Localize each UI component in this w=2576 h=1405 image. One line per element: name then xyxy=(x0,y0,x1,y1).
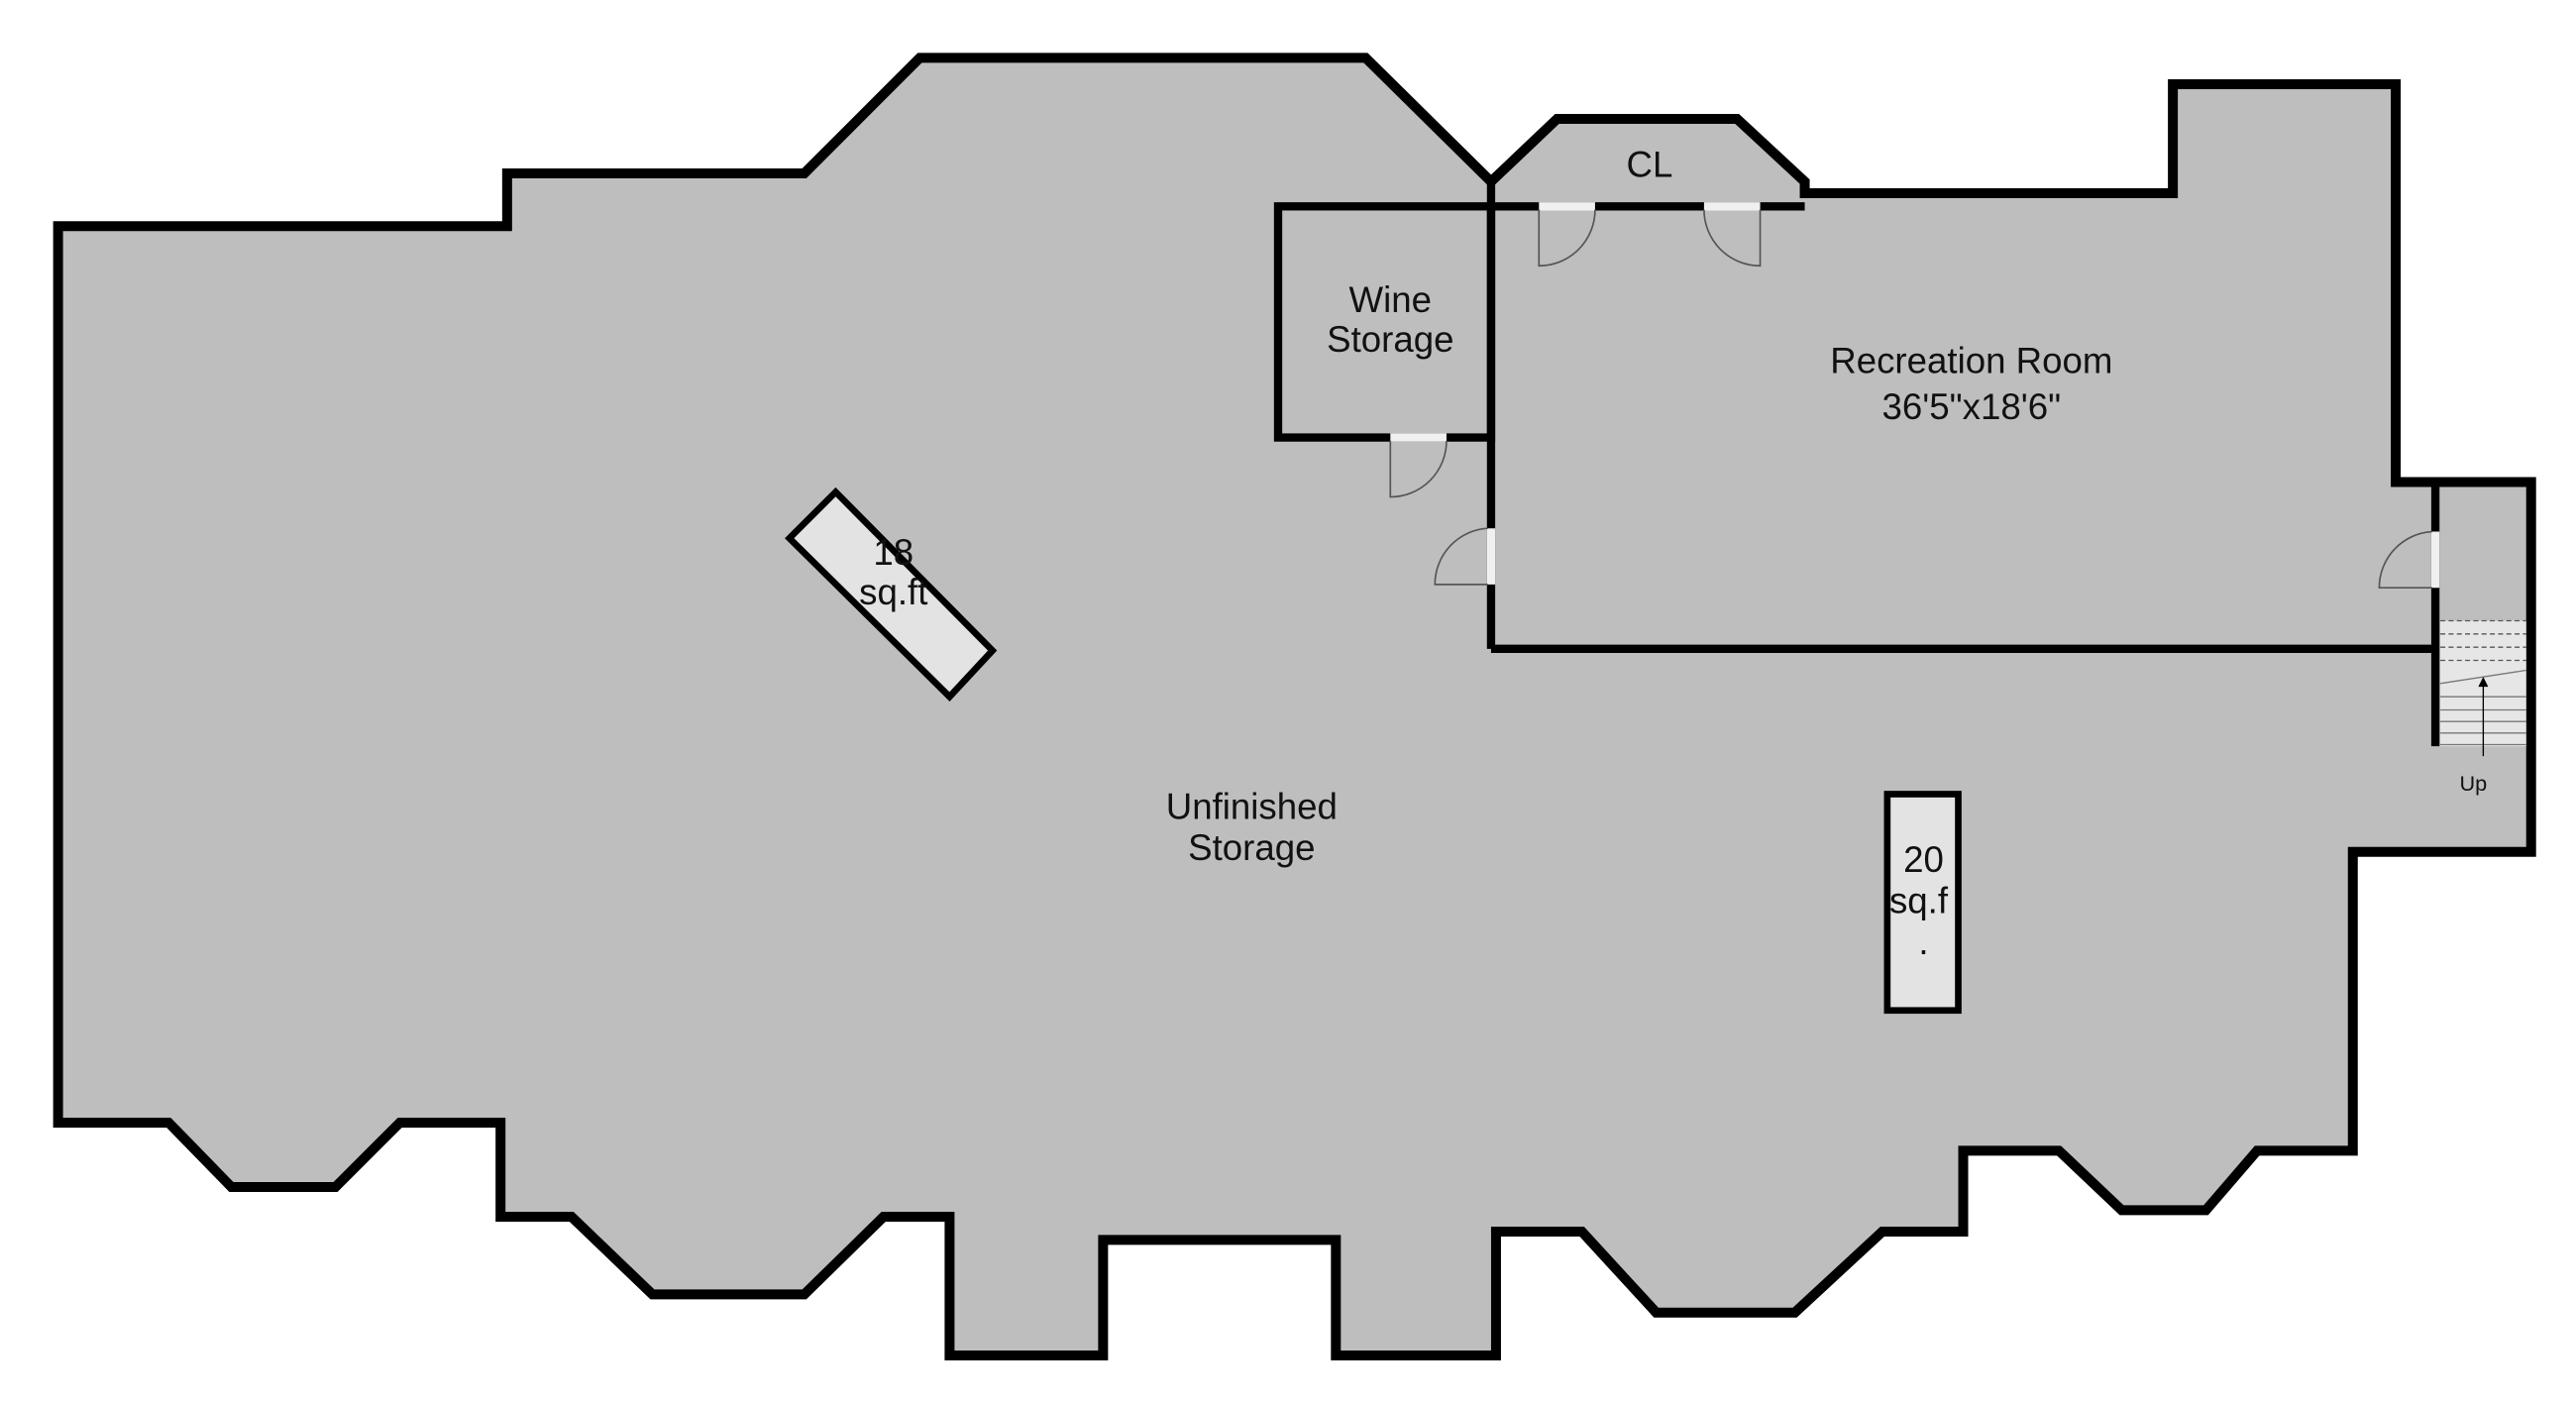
unfinished-storage-label-2: Storage xyxy=(1188,827,1315,868)
stairs[interactable]: Up xyxy=(2439,619,2526,797)
pillar-20: 20 sq.f . xyxy=(1883,791,1962,1015)
svg-text:18: 18 xyxy=(873,532,913,573)
wine-storage-label: Wine xyxy=(1349,279,1432,320)
wine-storage-label-2: Storage xyxy=(1327,319,1453,360)
room-labels: CL Wine Storage Recreation Room 36'5"x18… xyxy=(1166,144,2113,868)
recreation-west-door[interactable] xyxy=(1434,527,1496,586)
wine-storage-door[interactable] xyxy=(1389,433,1448,498)
outer-wall xyxy=(53,53,2536,1361)
recreation-east-door[interactable] xyxy=(2378,530,2440,590)
svg-text:.: . xyxy=(1918,921,1928,962)
doors xyxy=(1389,202,2440,590)
stairs-label: Up xyxy=(2460,771,2488,796)
recreation-room-dims: 36'5"x18'6" xyxy=(1882,386,2062,427)
recreation-room-label: Recreation Room xyxy=(1830,341,2112,381)
unfinished-storage-label: Unfinished xyxy=(1166,786,1338,826)
closet-door-left[interactable] xyxy=(1538,202,1596,268)
closet-label: CL xyxy=(1626,144,1672,184)
svg-text:20: 20 xyxy=(1903,839,1944,880)
svg-text:sq.ft: sq.ft xyxy=(859,572,927,612)
svg-text:sq.f: sq.f xyxy=(1889,880,1949,920)
closet-door-right[interactable] xyxy=(1703,202,1762,268)
pillar-18: 18 sq.ft xyxy=(785,486,998,702)
